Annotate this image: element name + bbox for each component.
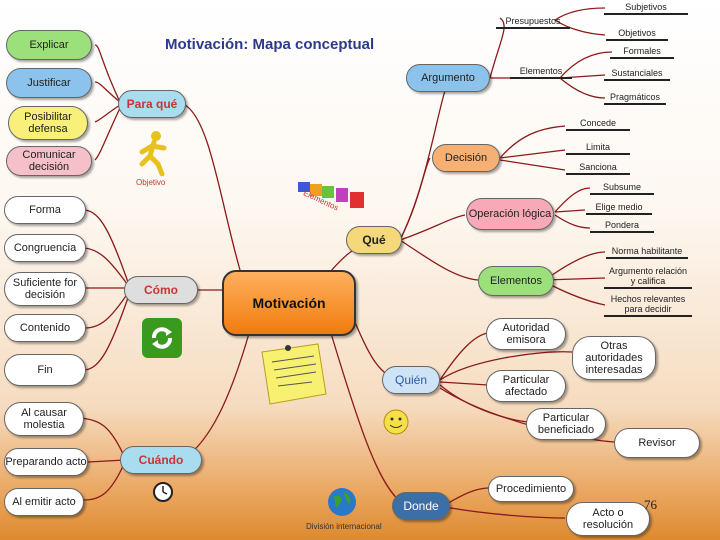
label-pondera: Pondera (590, 220, 654, 233)
node-congruencia[interactable]: Congruencia (4, 234, 86, 262)
node-contenido-label: Contenido (19, 322, 71, 334)
page-title: Motivación: Mapa conceptual (165, 36, 375, 53)
node-fin[interactable]: Fin (4, 354, 86, 386)
node-operacion-logica[interactable]: Operación lógica (466, 198, 554, 230)
hub-donde[interactable]: Donde (392, 492, 450, 520)
node-particular-afectado-label: Particular afectado (502, 374, 550, 398)
hub-cuando-label: Cuándo (138, 453, 184, 467)
label-argumento-relacion: Argumento relación y califica (604, 266, 692, 289)
node-otras-autoridades[interactable]: Otras autoridades interesadas (572, 336, 656, 380)
node-explicar[interactable]: Explicar (6, 30, 92, 60)
hub-quien-label: Quién (394, 373, 428, 387)
page-number: 76 (644, 497, 657, 512)
hub-como-label: Cómo (144, 283, 178, 297)
label-hechos-relevantes: Hechos relevantes para decidir (604, 294, 692, 317)
label-limita: Limita (566, 142, 630, 155)
node-posibilitar-defensa[interactable]: Posibilitar defensa (8, 106, 88, 140)
node-decision[interactable]: Decisión (432, 144, 500, 172)
node-preparando-acto[interactable]: Preparando acto (4, 448, 88, 476)
label-presupuestos: Presupuestos (496, 16, 570, 29)
node-autoridad-emisora[interactable]: Autoridad emisora (486, 318, 566, 350)
node-al-causar-molestia[interactable]: Al causar molestia (4, 402, 84, 436)
label-formales: Formales (610, 46, 674, 59)
hub-que[interactable]: Qué (346, 226, 402, 254)
node-revisor-label: Revisor (638, 437, 676, 449)
globe-icon (328, 488, 356, 516)
hub-que-label: Qué (362, 233, 386, 247)
node-operacion-label: Operación lógica (468, 208, 552, 220)
caption-objetivo: Objetivo (136, 178, 166, 187)
center-node[interactable]: Motivación (222, 270, 356, 336)
node-al-emitir-acto[interactable]: Al emitir acto (4, 488, 84, 516)
node-otras-autoridades-label: Otras autoridades interesadas (585, 340, 643, 376)
node-posibilitar-label: Posibilitar defensa (24, 111, 72, 135)
node-contenido[interactable]: Contenido (4, 314, 86, 342)
node-al-causar-label: Al causar molestia (21, 407, 67, 431)
building-blocks-icon (298, 182, 364, 208)
hub-donde-label: Donde (403, 499, 439, 513)
node-forma-label: Forma (29, 204, 61, 216)
label-elementos: Elementos (510, 66, 572, 79)
node-elementos[interactable]: Elementos (478, 266, 554, 296)
sticky-note-icon (261, 343, 327, 405)
node-justificar[interactable]: Justificar (6, 68, 92, 98)
node-acto-resolucion[interactable]: Acto o resolución (566, 502, 650, 536)
clock-icon (153, 482, 173, 502)
node-acto-resolucion-label: Acto o resolución (582, 507, 634, 531)
node-forma[interactable]: Forma (4, 196, 86, 224)
center-node-label: Motivación (252, 295, 326, 311)
hub-para-que-label: Para qué (126, 97, 178, 111)
label-subsume: Subsume (590, 182, 654, 195)
node-fin-label: Fin (37, 364, 53, 376)
label-elige-medio: Elige medio (586, 202, 652, 215)
node-particular-afectado[interactable]: Particular afectado (486, 370, 566, 402)
runner-icon (139, 131, 167, 176)
node-elementos-label: Elementos (490, 275, 542, 287)
label-sanciona: Sanciona (566, 162, 630, 175)
label-pragmaticos: Pragmáticos (604, 92, 666, 105)
node-revisor[interactable]: Revisor (614, 428, 700, 458)
node-preparando-label: Preparando acto (5, 456, 87, 468)
label-objetivos: Objetivos (606, 28, 668, 41)
hub-para-que[interactable]: Para qué (118, 90, 186, 118)
node-congruencia-label: Congruencia (13, 242, 77, 254)
hub-quien[interactable]: Quién (382, 366, 440, 394)
node-procedimiento-label: Procedimiento (495, 483, 567, 495)
caption-division: División internacional (306, 522, 382, 531)
node-suficiente-label: Suficiente for decisión (12, 277, 78, 301)
node-particular-beneficiado-label: Particular beneficiado (537, 412, 595, 436)
label-norma-habilitante: Norma habilitante (606, 246, 688, 259)
node-argumento-label: Argumento (421, 72, 475, 84)
label-concede: Concede (566, 118, 630, 131)
node-comunicar-decision[interactable]: Comunicar decisión (6, 146, 92, 176)
node-decision-label: Decisión (444, 152, 488, 164)
node-justificar-label: Justificar (27, 77, 71, 89)
node-particular-beneficiado[interactable]: Particular beneficiado (526, 408, 606, 440)
label-subjetivos: Subjetivos (604, 2, 688, 15)
node-autoridad-emisora-label: Autoridad emisora (502, 322, 550, 346)
hub-como[interactable]: Cómo (124, 276, 198, 304)
node-al-emitir-label: Al emitir acto (12, 496, 76, 508)
node-comunicar-label: Comunicar decisión (22, 149, 76, 173)
smiley-icon (383, 409, 409, 435)
recycle-icon (142, 318, 182, 358)
node-explicar-label: Explicar (29, 39, 69, 51)
node-suficiente[interactable]: Suficiente for decisión (4, 272, 86, 306)
hub-cuando[interactable]: Cuándo (120, 446, 202, 474)
node-procedimiento[interactable]: Procedimiento (488, 476, 574, 502)
label-sustanciales: Sustanciales (604, 68, 670, 81)
node-argumento[interactable]: Argumento (406, 64, 490, 92)
